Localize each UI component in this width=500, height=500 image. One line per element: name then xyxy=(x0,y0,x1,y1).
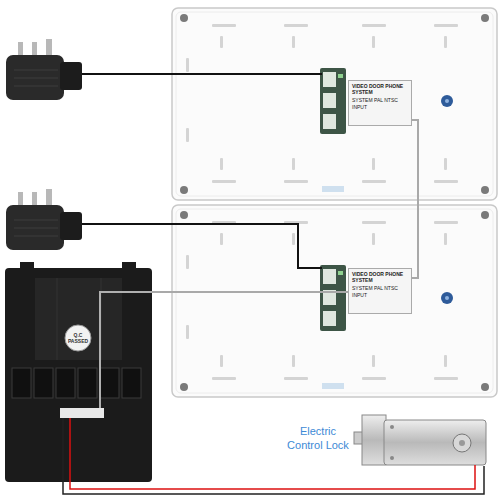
electric-lock: Electric Control Lock xyxy=(362,415,486,465)
panel-rib xyxy=(57,278,58,360)
key xyxy=(100,368,119,398)
key xyxy=(34,368,53,398)
power-cord xyxy=(82,224,322,268)
key xyxy=(78,368,97,398)
signal-wire xyxy=(412,120,418,278)
power-cord xyxy=(82,73,322,75)
part-label: Electric Control Lock xyxy=(282,424,354,453)
door-station xyxy=(5,268,152,482)
back-panel xyxy=(35,278,122,360)
key xyxy=(12,368,31,398)
terminal-sticker: VIDEO DOOR PHONE SYSTEMSYSTEM PAL NTSCIN… xyxy=(348,268,412,314)
monitor xyxy=(172,8,497,200)
key xyxy=(56,368,75,398)
sticker-text: INPUT xyxy=(352,104,408,110)
power-adapter xyxy=(6,189,82,250)
key xyxy=(122,368,141,398)
sticker-text: SYSTEM PAL NTSC xyxy=(352,97,408,103)
sticker-text: VIDEO DOOR PHONE SYSTEM xyxy=(352,83,408,96)
sticker-text: SYSTEM PAL NTSC xyxy=(352,285,408,291)
signal-wire xyxy=(100,292,152,408)
lock-body xyxy=(384,420,486,465)
monitor xyxy=(172,205,497,397)
qc-sticker xyxy=(65,325,91,351)
keyhole xyxy=(459,440,465,446)
screw xyxy=(390,425,394,429)
lock-wire xyxy=(70,465,475,489)
lock-cylinder xyxy=(453,434,471,452)
lock-wire xyxy=(69,418,71,482)
signal-wire xyxy=(152,291,348,293)
sticker-text: INPUT xyxy=(352,292,408,298)
door-station: Q.C PASSED xyxy=(5,268,152,482)
terminal-sticker: VIDEO DOOR PHONE SYSTEMSYSTEM PAL NTSCIN… xyxy=(348,80,412,126)
screw xyxy=(390,456,394,460)
sticker-text: VIDEO DOOR PHONE SYSTEM xyxy=(352,271,408,284)
lock-plate xyxy=(362,415,386,465)
qc-label: Q.C PASSED xyxy=(66,329,90,347)
terminal-block xyxy=(60,408,104,418)
power-adapter xyxy=(6,39,82,100)
